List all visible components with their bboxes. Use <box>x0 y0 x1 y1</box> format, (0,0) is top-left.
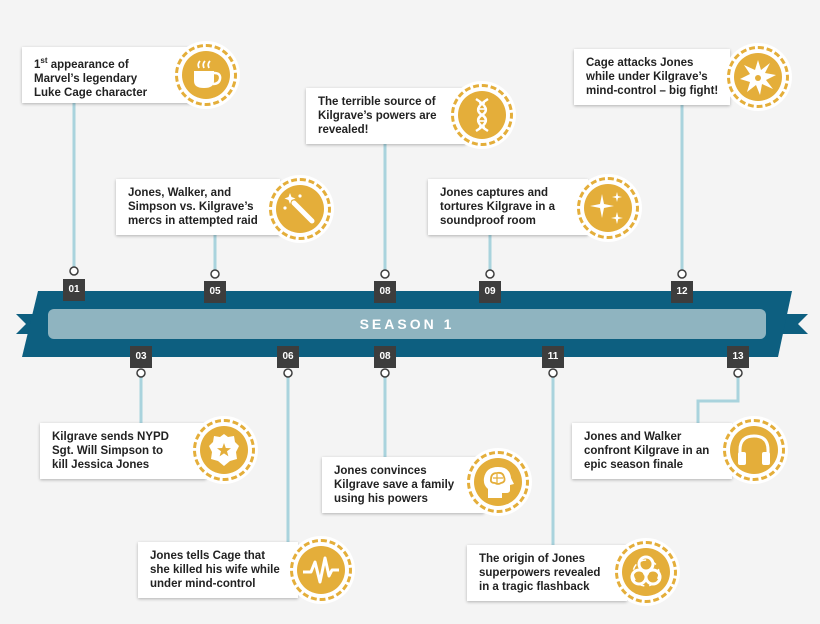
event-text-ep12: Cage attacks Jones while under Kilgrave’… <box>586 56 718 98</box>
event-ep11-line2: superpowers revealed <box>479 567 601 579</box>
event-ep12-line2: while under Kilgrave’s <box>586 71 708 83</box>
event-ep06-line2: she killed his wife while <box>150 564 280 576</box>
connector-rings <box>69 266 743 378</box>
event-medal-ep12 <box>724 43 792 111</box>
event-card-ep08-bottom: Jones convinces Kilgrave save a family u… <box>322 457 484 513</box>
event-ep11-line1: The origin of Jones <box>479 553 586 565</box>
event-medal-ep05 <box>266 175 334 243</box>
event-text-ep06: Jones tells Cage that she killed his wif… <box>150 549 280 591</box>
episode-marker-03: 03 <box>130 346 152 368</box>
headphones-icon <box>738 434 770 465</box>
event-card-ep08-top: The terrible source of Kilgrave’s powers… <box>306 88 466 144</box>
season-label: SEASON 1 <box>48 309 766 339</box>
event-card-ep09: Jones captures and tortures Kilgrave in … <box>428 179 588 235</box>
sparkles-icon <box>590 192 623 224</box>
event-ep12-line1: Cage attacks Jones <box>586 57 694 69</box>
event-card-ep03: Kilgrave sends NYPD Sgt. Will Simpson to… <box>40 423 206 479</box>
event-text-ep03: Kilgrave sends NYPD Sgt. Will Simpson to… <box>52 430 169 472</box>
episode-marker-06: 06 <box>277 346 299 368</box>
event-medal-ep06 <box>287 536 355 604</box>
event-ep06-line3: under mind-control <box>150 578 256 590</box>
event-ep05-line2: Simpson vs. Kilgrave’s <box>128 201 254 213</box>
event-ep03-line2: Sgt. Will Simpson to <box>52 445 164 457</box>
event-ep09-line1: Jones captures and <box>440 187 549 199</box>
event-text-ep08-bottom: Jones convinces Kilgrave save a family u… <box>334 464 454 506</box>
episode-marker-01: 01 <box>63 279 85 301</box>
event-text-ep01: 1st appearance of Marvel’s legendary Luk… <box>34 54 147 100</box>
event-medal-ep03 <box>190 416 258 484</box>
event-ep03-line1: Kilgrave sends NYPD <box>52 431 169 443</box>
event-medal-ep01 <box>172 41 240 109</box>
event-ep09-line3: soundproof room <box>440 215 536 227</box>
biohazard-icon <box>630 555 662 587</box>
event-ep13-line3: epic season finale <box>584 459 684 471</box>
event-medal-ep11 <box>612 538 680 606</box>
event-ep08-bottom-line2: Kilgrave save a family <box>334 479 455 491</box>
explosion-icon <box>740 60 776 95</box>
event-ep01-line1-sup: st <box>40 56 48 65</box>
event-ep09-line2: tortures Kilgrave in a <box>440 201 556 213</box>
episode-marker-08-top: 08 <box>374 281 396 303</box>
event-ep03-line3: kill Jessica Jones <box>52 459 150 471</box>
event-ep08-bottom-line1: Jones convinces <box>334 465 427 477</box>
event-card-ep06: Jones tells Cage that she killed his wif… <box>138 542 298 598</box>
brain-head-icon <box>483 467 514 498</box>
episode-marker-09: 09 <box>479 281 501 303</box>
dna-icon <box>475 97 489 133</box>
event-ep06-line1: Jones tells Cage that <box>150 550 266 562</box>
episode-marker-12: 12 <box>671 281 693 303</box>
event-ep01-line1-pre: 1 <box>34 58 41 71</box>
event-ep05-line3: mercs in attempted raid <box>128 215 258 227</box>
event-medal-ep13 <box>720 416 788 484</box>
episode-marker-13: 13 <box>727 346 749 368</box>
event-text-ep09: Jones captures and tortures Kilgrave in … <box>440 186 555 228</box>
event-ep08-bottom-line3: using his powers <box>334 493 428 505</box>
event-card-ep05: Jones, Walker, and Simpson vs. Kilgrave’… <box>116 179 280 235</box>
event-ep01-line2: Marvel’s legendary <box>34 72 138 85</box>
police-badge-icon <box>209 434 239 466</box>
event-medal-ep08-top <box>448 81 516 149</box>
event-medal-ep08-bottom <box>464 448 532 516</box>
event-ep01-line1-post: appearance of <box>47 58 129 71</box>
heartbeat-icon <box>303 556 339 584</box>
event-ep12-line3: mind-control – big fight! <box>586 85 719 97</box>
event-ep01-line3: Luke Cage character <box>34 86 148 99</box>
bottom-connectors <box>139 373 740 545</box>
episode-marker-11: 11 <box>542 346 564 368</box>
event-ep08-top-line3: revealed! <box>318 124 369 136</box>
event-text-ep05: Jones, Walker, and Simpson vs. Kilgrave’… <box>128 186 258 228</box>
event-ep13-line1: Jones and Walker <box>584 431 682 443</box>
episode-marker-08-bottom: 08 <box>374 346 396 368</box>
event-ep08-top-line2: Kilgrave’s powers are <box>318 110 437 122</box>
event-medal-ep09 <box>574 174 642 242</box>
event-ep08-top-line1: The terrible source of <box>318 96 436 108</box>
event-card-ep01: 1st appearance of Marvel’s legendary Luk… <box>22 47 192 103</box>
event-card-ep11: The origin of Jones superpowers revealed… <box>467 545 627 601</box>
event-ep11-line3: in a tragic flashback <box>479 581 590 593</box>
coffee-icon <box>194 60 222 88</box>
episode-marker-05: 05 <box>204 281 226 303</box>
event-ep05-line1: Jones, Walker, and <box>128 187 232 199</box>
event-ep13-line2: confront Kilgrave in an <box>584 445 710 457</box>
top-connectors <box>72 102 684 274</box>
magic-wand-icon <box>283 193 315 224</box>
event-card-ep12: Cage attacks Jones while under Kilgrave’… <box>574 49 730 105</box>
event-text-ep13: Jones and Walker confront Kilgrave in an… <box>584 430 709 472</box>
event-text-ep08-top: The terrible source of Kilgrave’s powers… <box>318 95 436 137</box>
event-card-ep13: Jones and Walker confront Kilgrave in an… <box>572 423 732 479</box>
event-text-ep11: The origin of Jones superpowers revealed… <box>479 552 600 594</box>
